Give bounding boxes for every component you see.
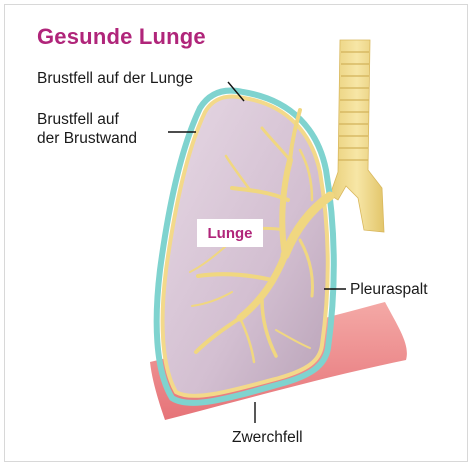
label-diaphragm: Zwerchfell (232, 428, 303, 447)
page-title: Gesunde Lunge (37, 24, 206, 50)
label-lung-pleura: Brustfell auf der Lunge (37, 69, 193, 88)
label-wall-pleura-line1: Brustfell auf (37, 110, 137, 129)
trachea (330, 40, 384, 232)
label-wall-pleura-line2: der Brustwand (37, 129, 137, 148)
lung-label-tag: Lunge (197, 219, 263, 247)
label-pleural-gap: Pleuraspalt (350, 280, 428, 299)
label-wall-pleura: Brustfell auf der Brustwand (37, 110, 137, 148)
